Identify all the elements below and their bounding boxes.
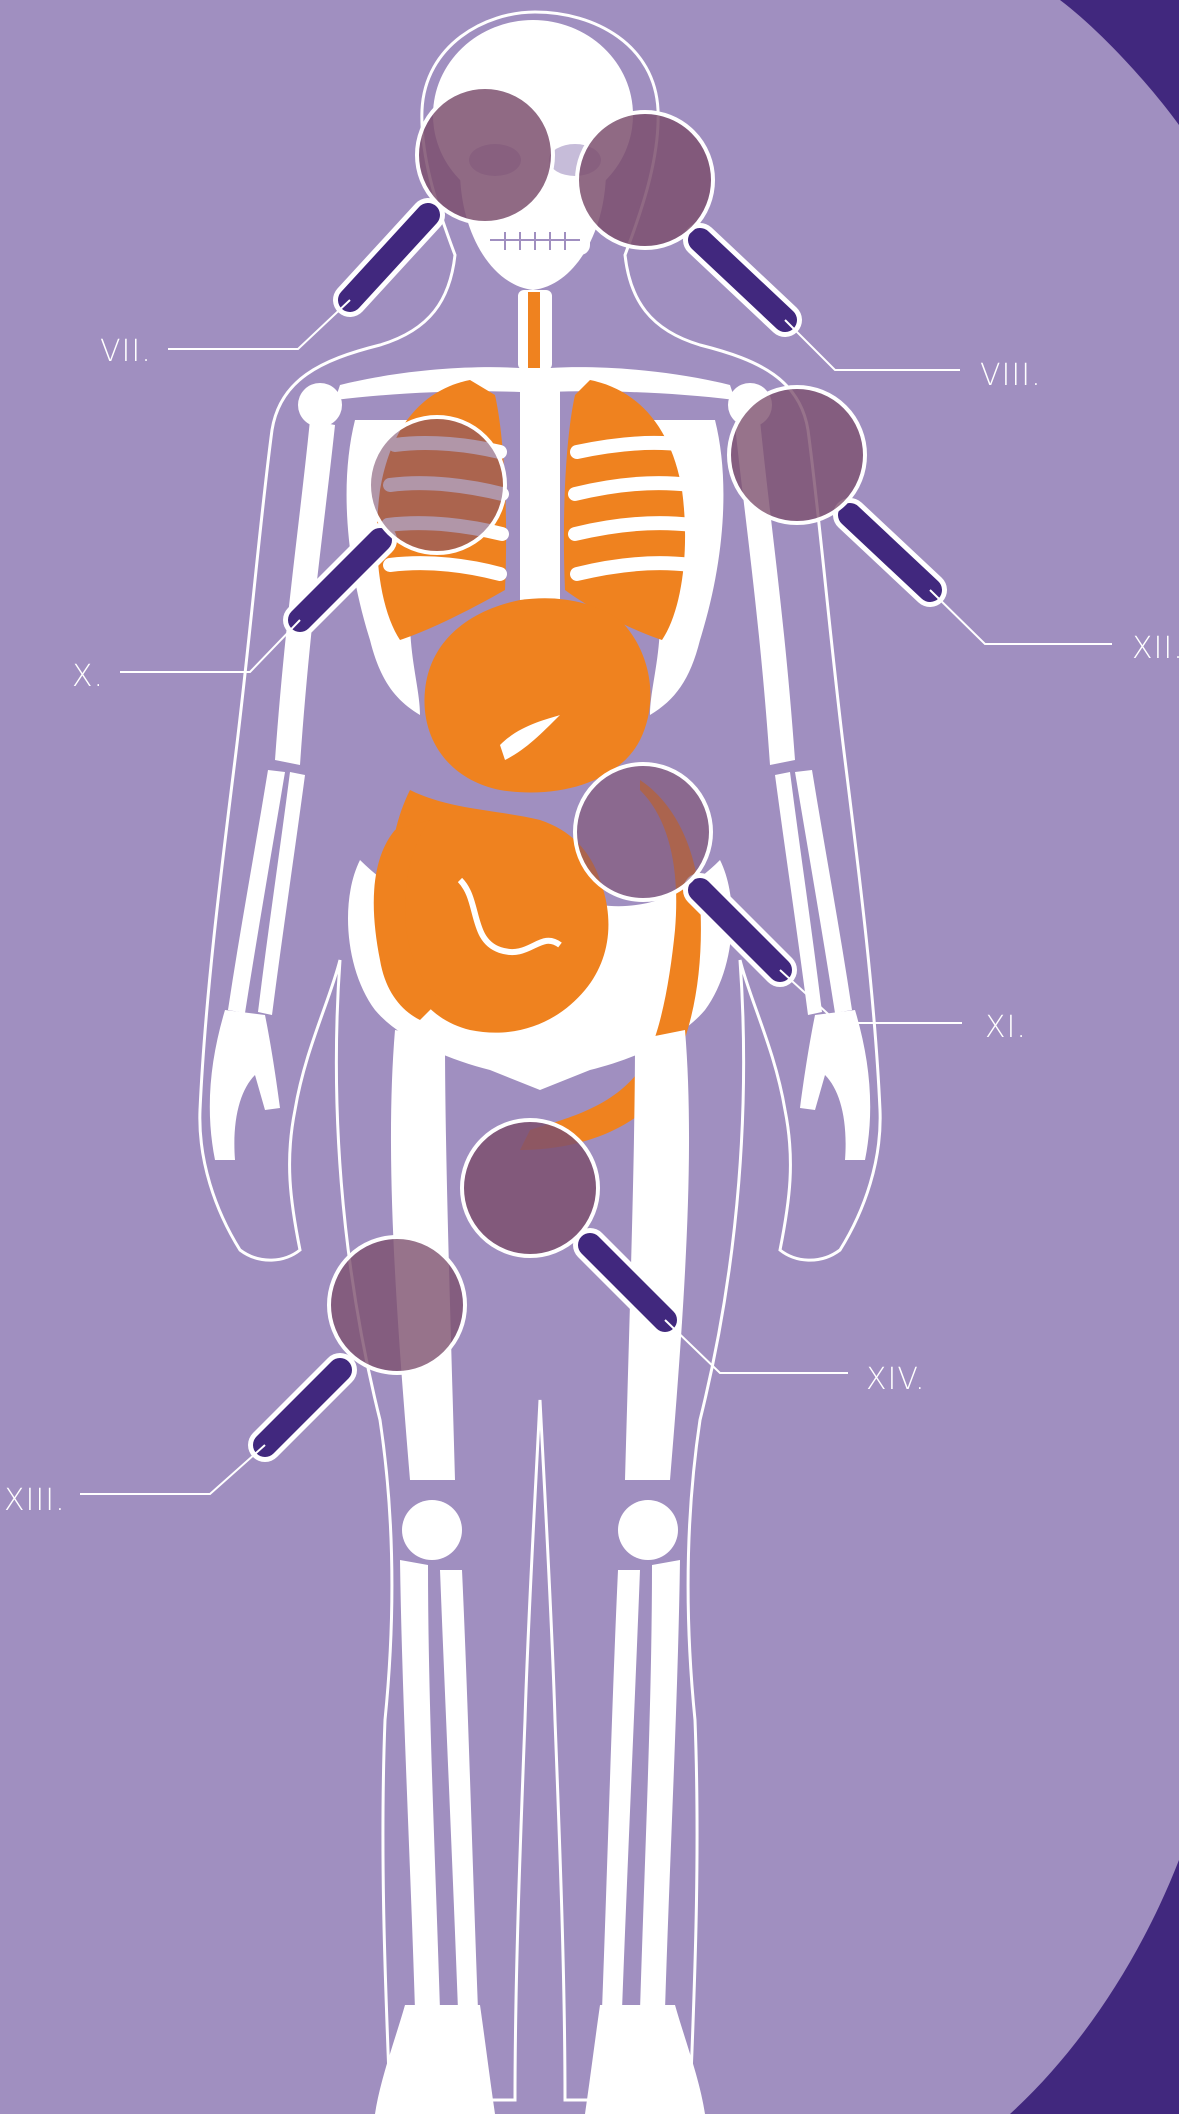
label-viii: VIII. (980, 358, 1042, 393)
leader-line-xiv (665, 1320, 848, 1373)
right-lung (564, 380, 685, 640)
label-x: X. (72, 659, 104, 694)
leader-line-xiii (80, 1445, 265, 1494)
corner-accent-bottom-right (1010, 1860, 1179, 2114)
magnifier-xi-lens (575, 764, 711, 900)
left-kneecap (402, 1500, 462, 1560)
left-foot (375, 2005, 495, 2114)
magnifier-xiii-lens (329, 1237, 465, 1373)
left-forearm-bones (228, 770, 305, 1015)
corner-accent-top-right (1060, 0, 1179, 125)
leader-line-x (120, 620, 300, 672)
label-xii: XII. (1132, 631, 1179, 666)
left-shin-bones (400, 1560, 478, 2010)
label-xiii: XIII. (4, 1483, 66, 1518)
magnifier-xii-lens (729, 387, 865, 523)
leader-line-vii (168, 300, 350, 349)
left-hand (210, 1010, 280, 1160)
right-foot (585, 2005, 705, 2114)
label-xi: XI. (985, 1010, 1027, 1045)
magnifier-xiv-lens (462, 1120, 598, 1256)
magnifier-vii-lens (417, 87, 553, 223)
right-kneecap (618, 1500, 678, 1560)
trachea (528, 292, 540, 370)
leader-line-viii (785, 320, 960, 370)
left-shoulder-joint (298, 383, 342, 427)
label-xiv: XIV. (866, 1362, 926, 1397)
label-vii: VII. (100, 334, 152, 369)
magnifier-viii[interactable] (577, 112, 785, 320)
magnifier-viii-lens (577, 112, 713, 248)
leader-line-xii (930, 590, 1112, 644)
right-shin-bones (602, 1560, 680, 2010)
magnifier-x-lens (369, 417, 505, 553)
right-hand (800, 1010, 870, 1160)
